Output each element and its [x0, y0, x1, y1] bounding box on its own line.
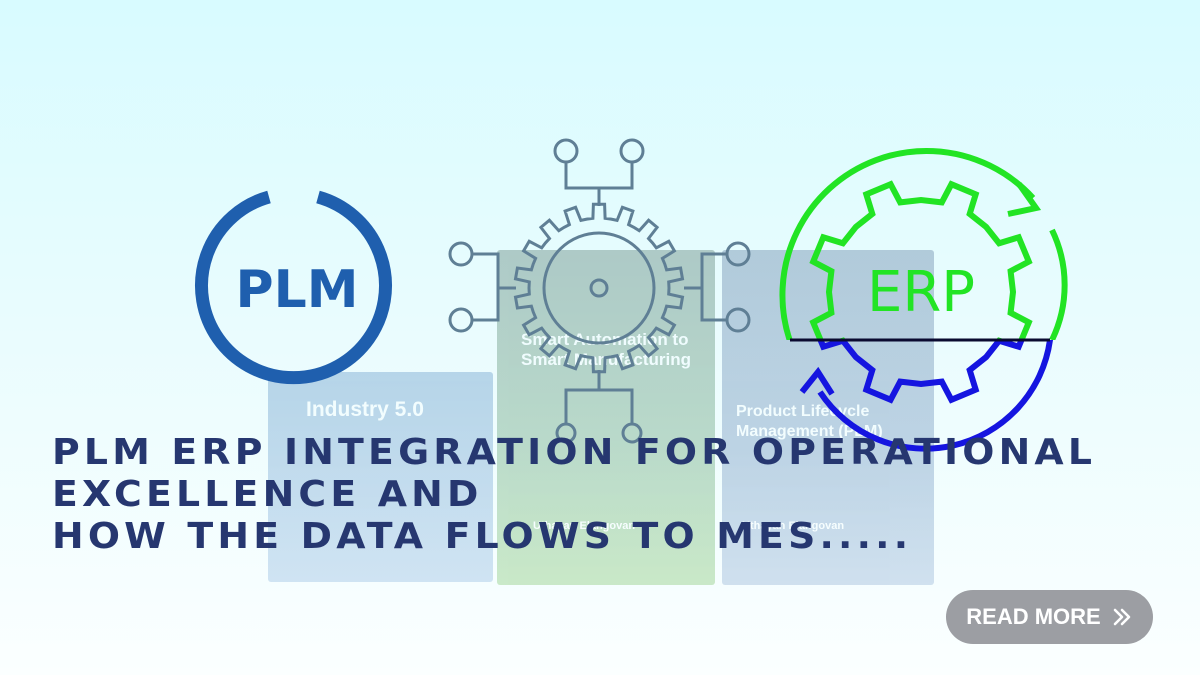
headline-line-1: PLM ERP Integration for Operational: [52, 432, 1097, 473]
read-more-label: READ MORE: [966, 604, 1101, 629]
chevron-double-right-icon: [1113, 608, 1131, 626]
plm-logo-text: PLM: [236, 260, 359, 320]
gear-teeth: [513, 202, 685, 374]
book-title: Product Lifecycle Management (PLM): [736, 403, 883, 440]
erp-logo-text: ERP: [867, 260, 975, 325]
read-more-button[interactable]: READ MORE: [946, 590, 1153, 644]
book-cover-industry: Industry 5.0: [268, 372, 493, 582]
plm-logo: PLM: [195, 190, 392, 385]
headline-line-3: How the data flows to MES.....: [52, 516, 913, 557]
gear-icon: [448, 138, 751, 444]
erp-logo: ERP: [779, 147, 1068, 452]
headline: PLM ERP Integration for Operational Exce…: [52, 432, 1200, 558]
book-author: Uthayan Elangovan: [742, 520, 845, 532]
headline-line-2: Excellence and: [52, 474, 483, 515]
book-author: Uthayan Elangovan: [533, 520, 636, 532]
book-title: Industry 5.0: [306, 398, 424, 421]
